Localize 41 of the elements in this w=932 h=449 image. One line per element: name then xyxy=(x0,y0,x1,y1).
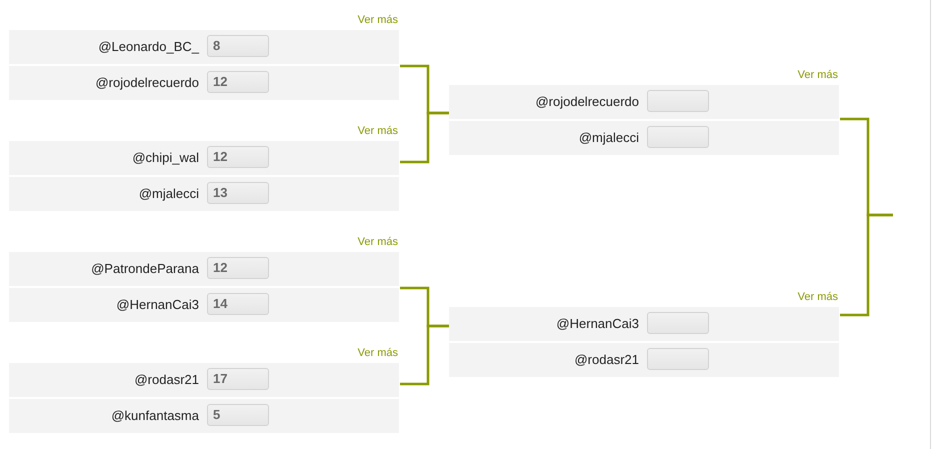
player-row xyxy=(9,363,399,397)
player-name: @HernanCai3 xyxy=(116,297,199,313)
bracket-line xyxy=(840,214,893,316)
see-more-link: Ver más xyxy=(358,125,398,138)
bracket-line xyxy=(400,324,449,386)
see-more-link: Ver más xyxy=(358,14,398,27)
player-row xyxy=(9,30,399,64)
see-more-link: Ver más xyxy=(798,69,838,82)
score-field: 12 xyxy=(207,146,269,168)
see-more-link: Ver más xyxy=(358,236,398,249)
player-row xyxy=(9,252,399,286)
player-name: @mjalecci xyxy=(138,186,199,202)
see-more-link: Ver más xyxy=(358,347,398,360)
player-row xyxy=(9,66,399,100)
player-name: @rodasr21 xyxy=(134,372,199,388)
score-field: 17 xyxy=(207,368,269,390)
score-field: 14 xyxy=(207,293,269,315)
player-row xyxy=(9,399,399,433)
score-field: 12 xyxy=(207,257,269,279)
player-row xyxy=(449,121,839,155)
player-name: @mjalecci xyxy=(578,130,639,146)
player-name: @Leonardo_BC_ xyxy=(98,39,199,55)
player-row xyxy=(449,343,839,377)
player-name: @chipi_wal xyxy=(132,150,199,166)
score-field: 8 xyxy=(207,35,269,57)
score-field: 5 xyxy=(207,404,269,426)
score-field: 12 xyxy=(207,71,269,93)
player-row xyxy=(449,307,839,341)
player-name: @kunfantasma xyxy=(111,408,199,424)
player-row xyxy=(9,141,399,175)
player-name: @HernanCai3 xyxy=(556,316,639,332)
player-row xyxy=(449,85,839,119)
bracket-line xyxy=(400,112,449,164)
see-more-link: Ver más xyxy=(798,291,838,304)
score-field: 13 xyxy=(207,182,269,204)
player-name: @rojodelrecuerdo xyxy=(535,94,639,110)
player-name: @rodasr21 xyxy=(574,352,639,368)
player-name: @PatrondeParana xyxy=(91,261,199,277)
player-row xyxy=(9,177,399,211)
player-name: @rojodelrecuerdo xyxy=(95,75,199,91)
player-row xyxy=(9,288,399,322)
